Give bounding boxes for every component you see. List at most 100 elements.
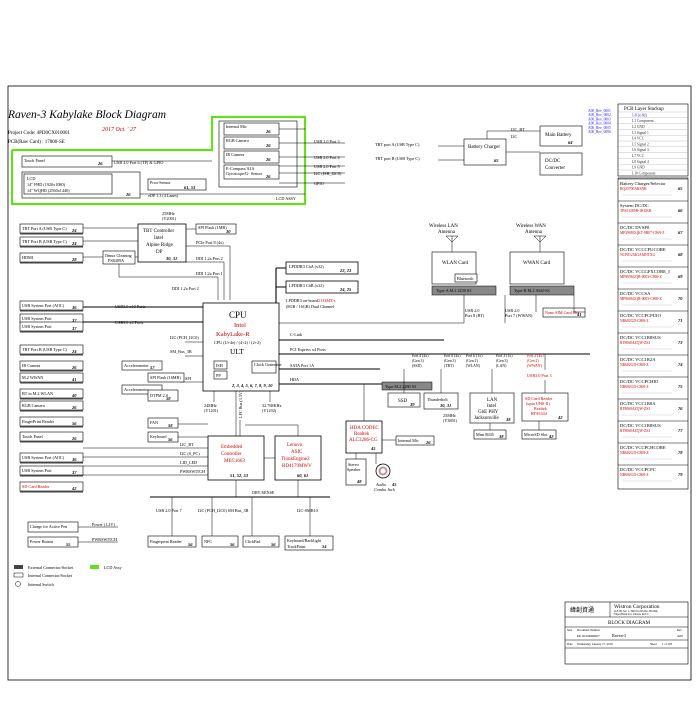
usb2-port7-label: USB 2.0 [505, 308, 519, 313]
pcie-port-label: (Gen 2) [466, 359, 478, 363]
ec-label1: Embedded [221, 445, 243, 450]
power-rail-title: DC/DC VCCCPUCORE [620, 247, 666, 252]
memory-desc2: (8GB / 16GB) Dual Channel [286, 304, 335, 309]
port-label: IR Camera [22, 363, 40, 368]
rgb-camera-number: 26 [265, 143, 271, 148]
charger-battery-line [486, 130, 540, 139]
tbt-controller-number: 30, 31 [165, 256, 177, 261]
port-external-marker [20, 441, 83, 443]
wwan-antenna-label1: Wireless WAN [516, 224, 546, 229]
port-label: SD Card Reader [22, 484, 50, 489]
tbt-controller-box [137, 223, 187, 263]
cpu-ish-label: ISH [216, 363, 223, 368]
gpio-label: GPIO [314, 181, 324, 186]
lcd-assy-label: LCD ASSY [276, 196, 296, 201]
port-number: 42 [71, 486, 77, 491]
doc-no: DC2019DM007 [577, 634, 600, 638]
lan-box [469, 392, 515, 424]
dmux-label: Dmux Cleaning [105, 253, 133, 258]
dtpm-box [147, 389, 179, 402]
port-number: 28 [71, 257, 77, 262]
prox-sensor-box [147, 178, 207, 191]
ddi2-label: DDI 1,2a Port 2 [196, 256, 223, 262]
spi-flash2-label: SPI Flash (16MB) [150, 375, 181, 380]
tbt-dp-label: DP [156, 250, 163, 255]
lcd-label: LCD [27, 176, 35, 181]
power-rail-part: NB682GD-C869-Z [620, 363, 649, 367]
left-bottom-label: Power Button [30, 539, 54, 544]
tbt-power-lines [438, 145, 464, 161]
ecompass-label: E-Compass/ALS [226, 166, 255, 171]
hda-codec-number: 45 [370, 446, 376, 451]
port-number: 26 [71, 365, 77, 370]
power-rail-part: RT8068AZQW-ZS3 [620, 429, 650, 433]
port-label: RGB Camera [22, 403, 45, 408]
microsd-label: MicroSD Slot [524, 432, 548, 437]
thunderbolt-label: Thunderbolt [427, 397, 449, 402]
dcdc-converter-box [539, 152, 583, 176]
accelerometer2-box [121, 384, 163, 395]
ec-number: 51, 52, 53 [230, 473, 249, 478]
port-number: 26 [71, 436, 77, 441]
keyboard-number: 56 [168, 437, 173, 442]
pcb-stackup-table: PCB Layer Stackup 1-8 (x-8d)L1 Component… [617, 103, 689, 177]
cpu-sm-bus: SM_Bus_3B [170, 349, 192, 354]
battery-charger-box [463, 138, 507, 166]
lan-label3: GbE PHY [478, 410, 499, 415]
accelerometer2-label: Accelerometer [124, 387, 149, 392]
lcd-wqhd-label: 14" WQHD (2560x1440) [27, 188, 70, 193]
port-label: USB System Port [22, 316, 52, 321]
asic-number: 60, 61 [297, 473, 308, 478]
wireless-lines [279, 295, 585, 324]
port-external-marker [20, 233, 83, 235]
usb-port6-label: USB 2.0 Port 6 (TP) & GPIO [114, 160, 163, 165]
bottom-vertical-lines [235, 480, 299, 497]
title-block: 緯創資通 Wistron Corporation 21F, 88, Sec. 1… [564, 601, 689, 665]
accelerometer-number: 57 [150, 365, 155, 370]
power-rail-number: 74 [678, 362, 683, 367]
edp-label: eDP 1.3 (4 Lanes) [148, 193, 179, 198]
port-external-marker [20, 382, 83, 384]
company-address1: 21F, 88, Sec. 1, Hsin Tai Wu Rd., Hsichi… [614, 610, 658, 613]
tbt-connection-lines [83, 227, 231, 300]
accelerometer-box [121, 360, 163, 371]
lpddr3-chb-label: LPDDR3 ChB (x32) [289, 283, 324, 288]
power-rail-part: NB682GD-C869-Z [620, 451, 649, 455]
port-number: 24 [71, 241, 77, 246]
cpu-hda: HDA [290, 377, 299, 382]
drv-sense-label: DRV/SENSE [252, 490, 275, 495]
port-label: HDMI [22, 255, 34, 260]
lcd-panel-inner [23, 173, 113, 195]
wlan-antenna-label1: Wireless LAN [429, 224, 458, 229]
power-rail-title: DC/DC VCC1R8A [620, 401, 656, 406]
microsd-number: 42 [548, 434, 554, 439]
kb-backlight-box [284, 535, 334, 551]
left-bottom-signal: PWRSWITCH [92, 537, 117, 542]
ec-label2: Controller [221, 452, 242, 457]
accelerometer-label: Accelerometer [124, 363, 149, 368]
lpddr3-cha-label: LPDDR3 ChA (x32) [289, 264, 324, 269]
tbt-controller-label: TBT Controller [143, 229, 174, 234]
prox-sensor-number: 61, 53 [184, 185, 196, 190]
nano-sim-box [542, 307, 586, 318]
pcie-port8-label: PCIe Port 8 (4x) [196, 240, 224, 245]
title-block-frame [564, 601, 689, 665]
speaker-label2: Speaker [347, 467, 361, 472]
port-external-marker [20, 475, 83, 477]
version-item: A00_Rev_0003 [588, 117, 611, 121]
stackup-row: L1 Component [632, 119, 654, 123]
tbt-intel-label: Intel [154, 236, 164, 241]
legend-internal-label: Internal Connector/Socket [28, 573, 73, 578]
i2c-label: I2C [511, 134, 517, 139]
touch-panel-label: Touch Panel [24, 158, 46, 163]
nano-sim-number: 41 [576, 312, 582, 317]
legend-switch-icon [15, 581, 21, 587]
battery-charger-label: Battery Charger [468, 145, 500, 150]
asic-label2: ASIC [291, 450, 303, 455]
cpu-bus-lines [83, 306, 590, 385]
pcie-port-label: (Gen 3) [496, 359, 508, 363]
misc-left-section: Accelerometer 57 Accelerometer 58 SPI Fl… [83, 360, 208, 476]
rgb-camera-label: RGB Camera [226, 138, 249, 143]
kb-backlight-label1: Keyboard/Backlight [287, 538, 322, 543]
pcie-port-label: (Gen 2) [527, 359, 539, 363]
